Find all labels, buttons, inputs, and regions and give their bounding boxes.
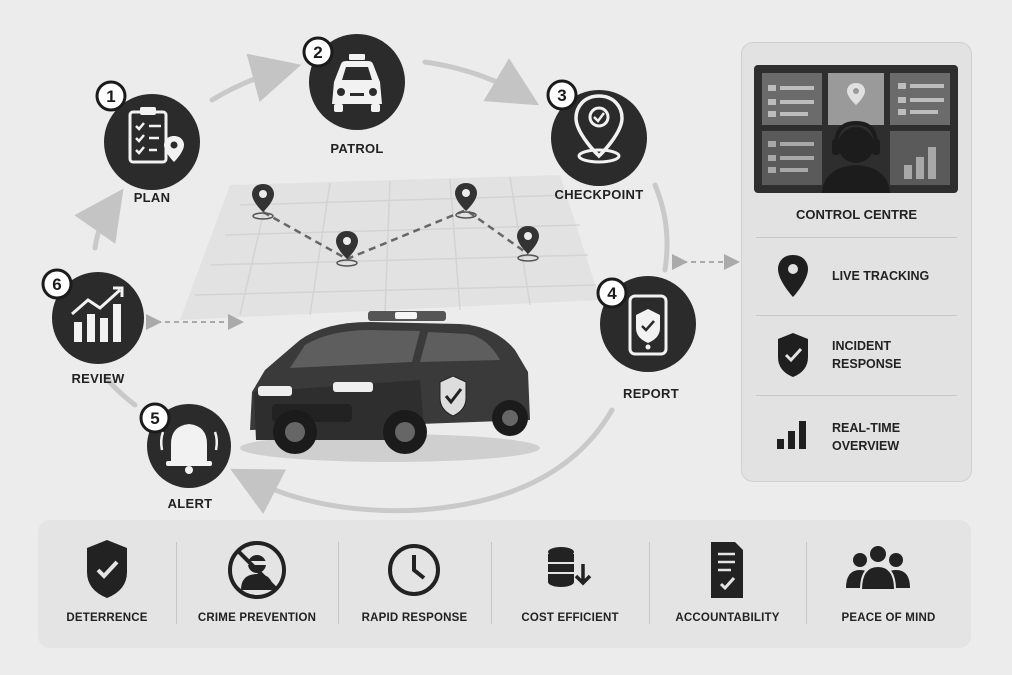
panel-divider (756, 237, 957, 238)
arrow-report-to-alert (230, 407, 615, 514)
step-label-plan: PLAN (133, 190, 171, 205)
step-number: 1 (106, 87, 115, 106)
benefit-label: CRIME PREVENTION (197, 612, 317, 624)
step-label-patrol: PATROL (330, 141, 384, 156)
step-number: 3 (557, 86, 566, 105)
benefit-divider (176, 542, 177, 624)
step-label-checkpoint: CHECKPOINT (554, 187, 644, 202)
shield-check-icon (778, 333, 808, 377)
step-number: 6 (52, 275, 61, 294)
benefit-divider (649, 542, 650, 624)
patrol-car-icon (240, 311, 540, 462)
step-label-review: REVIEW (71, 371, 125, 386)
benefits-bar: DETERRENCE CRIME PREVENTION RAPID RESPON… (38, 520, 971, 648)
step-patrol-icon (309, 34, 405, 130)
step-badge-1 (95, 80, 127, 112)
step-badges (41, 36, 628, 434)
step-review-icon (52, 272, 144, 364)
benefit-deterrence: DETERRENCE (38, 520, 176, 648)
control-centre-title: CONTROL CENTRE (795, 207, 918, 222)
step-badge-4 (596, 277, 628, 309)
benefit-accountability: ACCOUNTABILITY (649, 520, 806, 648)
cycle-arrows (74, 53, 670, 514)
benefit-label: RAPID RESPONSE (361, 612, 468, 624)
feature-live-tracking: LIVE TRACKING (832, 269, 930, 283)
step-number: 2 (313, 43, 322, 62)
step-badge-5 (139, 402, 171, 434)
patrol-route (262, 208, 529, 261)
benefit-label: DETERRENCE (66, 612, 148, 624)
benefit-label: COST EFFICIENT (521, 612, 619, 624)
checklist-document-icon (711, 542, 743, 598)
benefit-divider (338, 542, 339, 624)
benefit-label: ACCOUNTABILITY (675, 612, 780, 624)
benefit-label: PEACE OF MIND (841, 612, 936, 624)
arrow-checkpoint-to-report (652, 182, 670, 273)
step-badge-6 (41, 268, 73, 300)
arrow-patrol-to-checkpoint (422, 58, 540, 106)
arrow-alert-to-review (103, 375, 138, 408)
shield-check-icon (87, 540, 127, 598)
step-number: 5 (150, 409, 159, 428)
panel-divider (756, 395, 957, 396)
benefit-rapid-response: RAPID RESPONSE (338, 520, 491, 648)
step-label-report: REPORT (623, 386, 679, 401)
benefit-crime-prevention: CRIME PREVENTION (176, 520, 338, 648)
control-centre-panel: CONTROL CENTRE LIVE TRACKING INCIDENT RE… (741, 42, 972, 482)
control-room-monitors-icon (754, 65, 958, 193)
step-label-alert: ALERT (167, 496, 213, 511)
route-pin-icon (517, 226, 539, 262)
clock-icon (388, 544, 440, 596)
step-number: 4 (607, 284, 617, 303)
route-pin-icon (336, 231, 358, 267)
coins-down-icon (548, 547, 592, 587)
benefit-divider (806, 542, 807, 624)
step-plan-icon (104, 94, 200, 190)
bar-chart-icon (777, 421, 806, 449)
step-checkpoint-icon (551, 90, 647, 186)
benefit-peace-of-mind: PEACE OF MIND (806, 520, 971, 648)
benefit-divider (491, 542, 492, 624)
location-pin-icon (778, 255, 808, 297)
route-pins (252, 183, 539, 267)
no-burglar-icon (228, 541, 286, 599)
step-badge-2 (302, 36, 334, 68)
feature-real-time-overview: REAL-TIME OVERVIEW (832, 421, 901, 453)
people-group-icon (846, 544, 910, 591)
route-pin-icon (455, 183, 477, 219)
panel-divider (756, 315, 957, 316)
feature-incident-response: INCIDENT RESPONSE (832, 339, 902, 371)
map-background (180, 175, 600, 320)
benefit-cost-efficient: COST EFFICIENT (491, 520, 649, 648)
arrow-plan-to-patrol (209, 53, 302, 103)
arrow-review-to-plan (74, 188, 124, 251)
step-badge-3 (546, 79, 578, 111)
route-pin-icon (252, 184, 274, 220)
